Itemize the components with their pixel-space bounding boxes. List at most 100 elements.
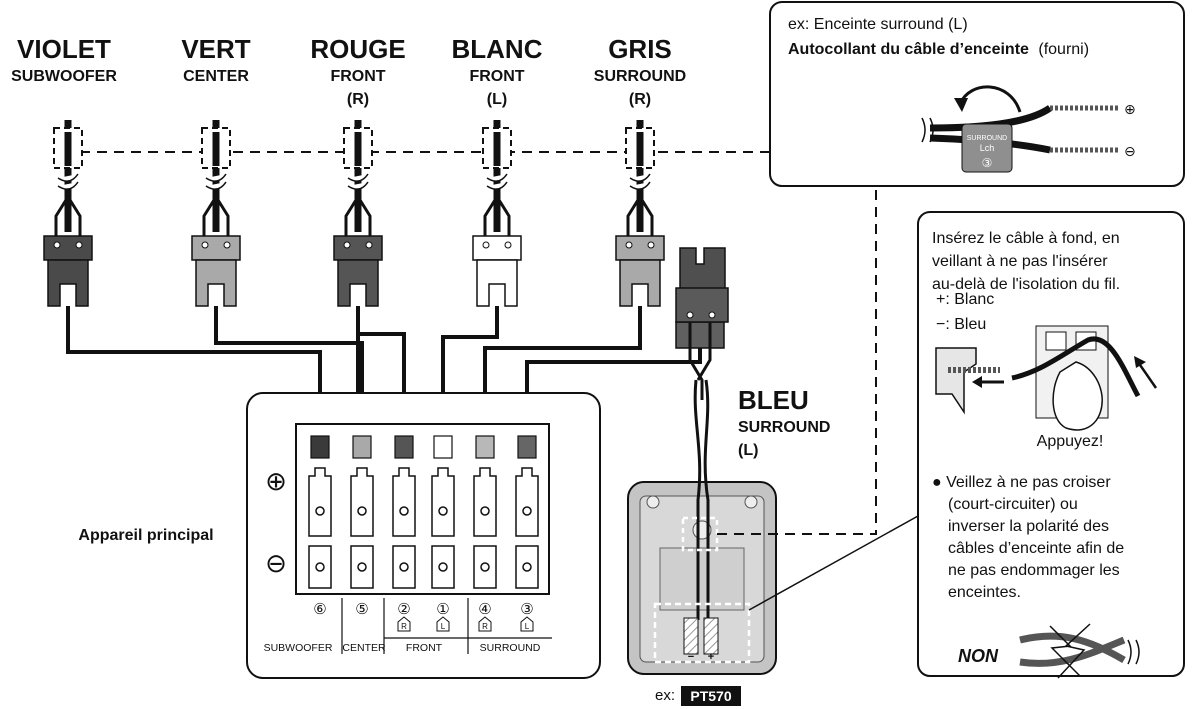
connector-color-label: BLANC [452,34,543,64]
terminal-screw [522,562,532,572]
plug-head [333,235,383,261]
terminal-screw [399,506,409,516]
minus-pin-icon [365,241,373,249]
terminal-screw [357,506,367,516]
plus-terminal-slot [392,467,416,537]
terminal-screw [399,562,409,572]
connector-side-label: (L) [487,91,507,108]
surround-speaker: − + [627,379,777,675]
side-badge-icon [520,616,534,632]
plus-pin-icon [686,311,694,319]
plug-body [476,259,518,307]
bleu-connector [675,247,729,400]
push-arrow-icon [1136,361,1158,389]
terminal-screw [438,506,448,516]
plus-terminal-slot [473,467,497,537]
terminal-column [308,435,332,589]
terminal-number: ② [397,601,410,618]
leader-to-top-box [717,190,877,535]
cable-break-mark [1127,639,1140,665]
terminal-color-chip [433,435,453,459]
plug-body [47,259,89,307]
plus-pin-icon [53,241,61,249]
instruction-line: veillant à ne pas l'insérer [932,253,1108,270]
bottom-label-front: FRONT [406,642,443,654]
speaker-terminal-highlight-box [653,602,751,664]
wire-subwoofer [66,312,322,412]
terminal-clip-illustration [935,347,977,415]
warning-line: câbles d’enceinte afin de [948,540,1124,557]
sticker-example-line: ex: Enceinte surround (L) [788,16,968,33]
warning-line: enceintes. [948,584,1021,601]
terminal-column [515,435,539,589]
plug-head [615,235,665,261]
warning-line: ne pas endommager les [948,562,1120,579]
bleu-color-label: BLEU [738,385,809,415]
cable-split-wires [202,199,230,236]
warning-line: ● Veillez à ne pas croiser [932,474,1111,491]
bottom-label-center: CENTER [342,642,386,654]
terminal-screw [438,562,448,572]
side-badge-letter: R [401,622,407,631]
cable-break-mark [205,173,227,190]
plug-head [472,235,522,261]
bleu-plug-head [675,321,725,349]
terminal-color-chip [310,435,330,459]
terminal-screw [315,562,325,572]
terminal-number: ④ [478,601,491,618]
terminal-column [350,435,374,589]
wire-surround-r [483,312,642,412]
wire-center [214,312,364,412]
terminal-column [431,435,455,589]
plus-terminal-symbol: ⊕ [265,466,287,496]
connector-color-label: VIOLET [17,34,111,64]
plus-terminal-slot [308,467,332,537]
plus-pin-icon [343,241,351,249]
wrap-arrowhead [954,98,968,112]
connector-cable [43,120,93,312]
cable-split-wires [344,199,372,236]
leader-to-right-box [748,515,919,611]
sticker-title-line: Autocollant du câble d’enceinte (fourni) [788,41,1089,58]
bleu-plug-body [679,247,726,297]
push-arrowhead [1134,356,1146,368]
instruction-lines: Insérez le câble à fond, en veillant à ne… [932,230,1120,293]
connector-cable [472,120,522,312]
minus-terminal-symbol: ⊖ [265,548,287,578]
speaker-terminal-left [683,617,699,655]
wire-front-r-route [358,332,406,412]
plug-body [619,259,661,307]
connector-labels: VIOLET SUBWOOFER VERT CENTER ROUGE FRONT… [11,34,686,108]
wrap-arrow-icon [958,85,1022,113]
insert-arrowhead [972,376,982,388]
minus-pin-icon [708,311,716,319]
terminal-block [295,423,550,595]
instruction-line: Insérez le câble à fond, en [932,230,1120,247]
speaker-minus-mark: − [688,651,694,663]
terminal-number: ⑤ [355,601,368,618]
side-badge-letter: L [441,622,446,631]
non-label: NON [958,646,999,666]
minus-pin-icon [647,241,655,249]
model-prefix: ex: [655,687,675,704]
terminal-number: ⑥ [313,601,326,618]
plus-pin-icon [201,241,209,249]
terminal-number: ① [436,601,449,618]
speaker-cable [693,379,710,620]
plus-wire-symbol: ⊕ [1124,101,1136,117]
speaker-wire-illustration [1011,336,1141,398]
finger-illustration [1052,361,1103,431]
warning-line: inverser la polarité des [948,518,1109,535]
terminal-screw [480,562,490,572]
plus-pin-icon [625,241,633,249]
terminal-screw [315,506,325,516]
sticker-label [961,123,1013,173]
terminal-color-chip [394,435,414,459]
wire-front-l [441,312,499,412]
speaker-plus-mark: + [708,651,714,663]
connector-color-label: ROUGE [310,34,405,64]
connector-cable [615,120,665,312]
connector-color-label: VERT [181,34,250,64]
